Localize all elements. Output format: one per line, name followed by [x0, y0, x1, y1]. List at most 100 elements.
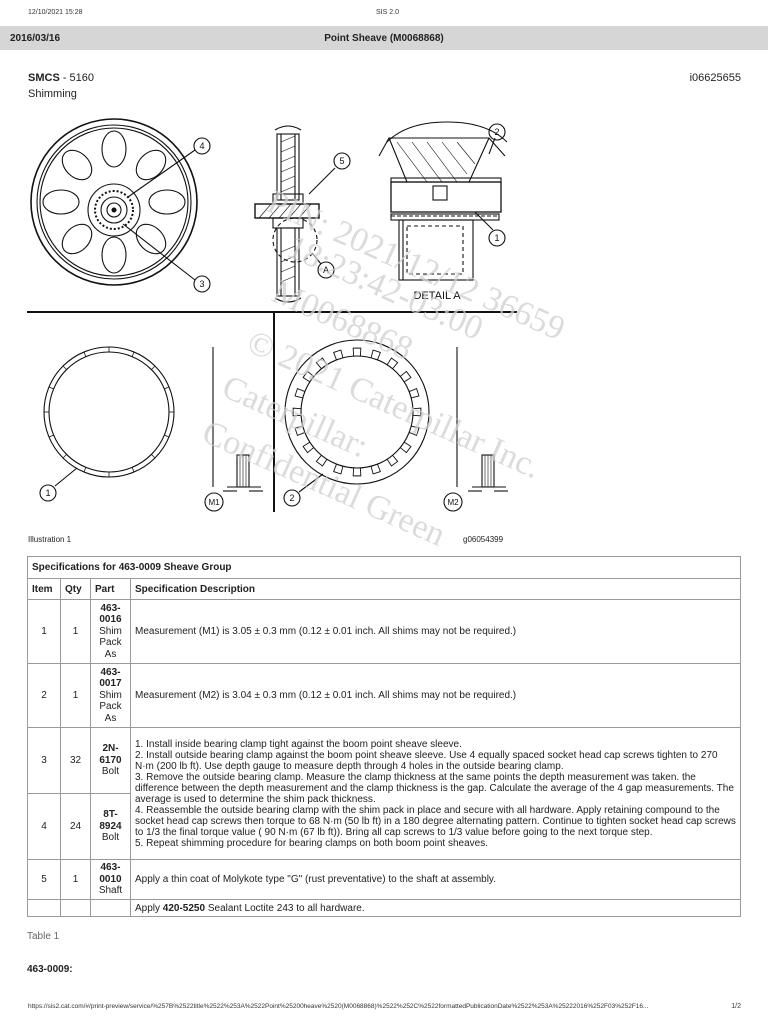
shim-notch — [386, 357, 399, 370]
smcs-value: - 5160 — [59, 72, 95, 84]
row-qty: 1 — [60, 599, 91, 664]
shim-notch — [408, 425, 420, 436]
part-name: Shim Pack As — [99, 689, 122, 724]
procedure-step: 2. Install outside bearing clamp against… — [135, 749, 718, 772]
smcs-line: SMCS - 5160 — [28, 72, 94, 84]
detail-a-view — [378, 121, 508, 281]
procedure-description: 1. Install inside bearing clamp tight ag… — [130, 727, 741, 860]
detail-a-label: DETAIL A — [413, 290, 461, 302]
callout-2-detail: 2 — [494, 127, 499, 137]
part-name: Bolt — [101, 832, 120, 844]
part-number-link[interactable]: 8T-8924 — [99, 809, 122, 832]
part-number-link[interactable]: 2N-6170 — [99, 743, 122, 766]
callout-3: 3 — [199, 279, 204, 289]
footer-url: https://sis2.cat.com/#/print-preview/ser… — [28, 1003, 649, 1010]
row-part — [90, 899, 131, 917]
sheave-front-view — [30, 118, 198, 286]
shim-notch — [386, 454, 399, 467]
table-caption-suffix: Sheave Group — [160, 562, 232, 573]
shim-pack-2 — [284, 339, 508, 493]
document-header: Point Sheave (M0068868) 2016/03/16 — [0, 26, 768, 50]
illustration-caption: Illustration 1 — [28, 535, 72, 544]
shim-notch — [399, 370, 412, 383]
shim-notch — [370, 349, 381, 361]
document-id: i06625655 — [689, 72, 741, 84]
part-name: Shim Pack As — [99, 625, 122, 660]
callout-4: 4 — [199, 141, 204, 151]
row-item: 2 — [27, 663, 61, 728]
callout-m1: M1 — [208, 498, 220, 507]
part-name: Shaft — [98, 885, 123, 897]
smcs-label: SMCS — [28, 72, 60, 84]
sealant-part-link[interactable]: 420-5250 — [162, 902, 206, 914]
row-description: Measurement (M2) is 3.04 ± 0.3 mm (0.12 … — [130, 663, 741, 728]
shim-notch — [294, 425, 306, 436]
row-item: 1 — [27, 599, 61, 664]
shim-notch — [408, 388, 420, 399]
table-caption-row: Specifications for 463-0009 Sheave Group — [27, 556, 741, 579]
row-qty: 1 — [60, 859, 91, 900]
part-name: Bolt — [101, 766, 120, 778]
shim-notch — [302, 370, 315, 383]
row-qty: 1 — [60, 663, 91, 728]
row-description: Apply 420-5250 Sealant Loctite 243 to al… — [130, 899, 741, 917]
callout-a: A — [323, 265, 329, 275]
column-header-qty: Qty — [60, 578, 91, 600]
print-timestamp: 12/10/2021 15:28 — [28, 9, 83, 16]
shim-notch — [412, 407, 422, 417]
row-item: 5 — [27, 859, 61, 900]
table-header-row: Item Qty Part Specification Description — [27, 578, 741, 600]
callout-2: 2 — [289, 493, 294, 503]
specifications-table: Specifications for 463-0009 Sheave Group… — [27, 556, 741, 917]
publication-date: 2016/03/16 — [10, 33, 61, 44]
shim-notch — [302, 441, 315, 454]
part-number-link[interactable]: 463-0016 — [99, 602, 122, 626]
column-header-item: Item — [27, 578, 61, 600]
shim-notch — [333, 463, 344, 475]
shim-notch — [352, 347, 362, 357]
graphic-id: g06054399 — [463, 535, 504, 544]
shim-notch — [294, 388, 306, 399]
column-header-description: Specification Description — [130, 578, 741, 600]
procedure-step: 4. Reassemble the outside bearing clamp … — [135, 804, 736, 838]
row-description: Measurement (M1) is 3.05 ± 0.3 mm (0.12 … — [130, 599, 741, 664]
table-label: Table 1 — [27, 931, 60, 942]
sheave-side-section — [254, 125, 336, 303]
column-header-part: Part — [90, 578, 131, 600]
app-name: SIS 2.0 — [376, 9, 399, 16]
callout-5: 5 — [339, 156, 344, 166]
row-description: Apply a thin coat of Molykote type "G" (… — [130, 859, 741, 900]
table-row: Apply 420-5250 Sealant Loctite 243 to al… — [27, 899, 741, 917]
row-qty — [60, 899, 91, 917]
callout-1: 1 — [45, 488, 50, 498]
shim-pack-1 — [43, 346, 263, 492]
part-number-link[interactable]: 463-0010 — [99, 862, 122, 885]
callout-m2: M2 — [447, 498, 459, 507]
part-number-link[interactable]: 463-0017 — [99, 666, 122, 690]
row-qty: 24 — [60, 793, 91, 860]
shim-notch — [315, 454, 328, 467]
illustration: 4 3 5 A 2 1 1 M1 2 M2 DETAIL A — [27, 118, 517, 512]
sealant-suffix: Sealant Loctite 243 to all hardware. — [205, 902, 365, 914]
shim-notch — [333, 349, 344, 361]
row-qty: 32 — [60, 727, 91, 794]
procedure-step: 3. Remove the outside bearing clamp. Mea… — [135, 771, 734, 805]
sealant-prefix: Apply — [135, 902, 163, 914]
page-number: 1/2 — [731, 1003, 741, 1010]
row-item — [27, 899, 61, 917]
shim-notch — [315, 357, 328, 370]
table-caption-part[interactable]: 463-0009 — [118, 562, 161, 573]
group-label: 463-0009: — [27, 964, 73, 975]
page-title: Point Sheave (M0068868) — [324, 33, 444, 44]
shim-notch — [292, 407, 302, 417]
table-caption-prefix: Specifications for — [32, 562, 119, 573]
